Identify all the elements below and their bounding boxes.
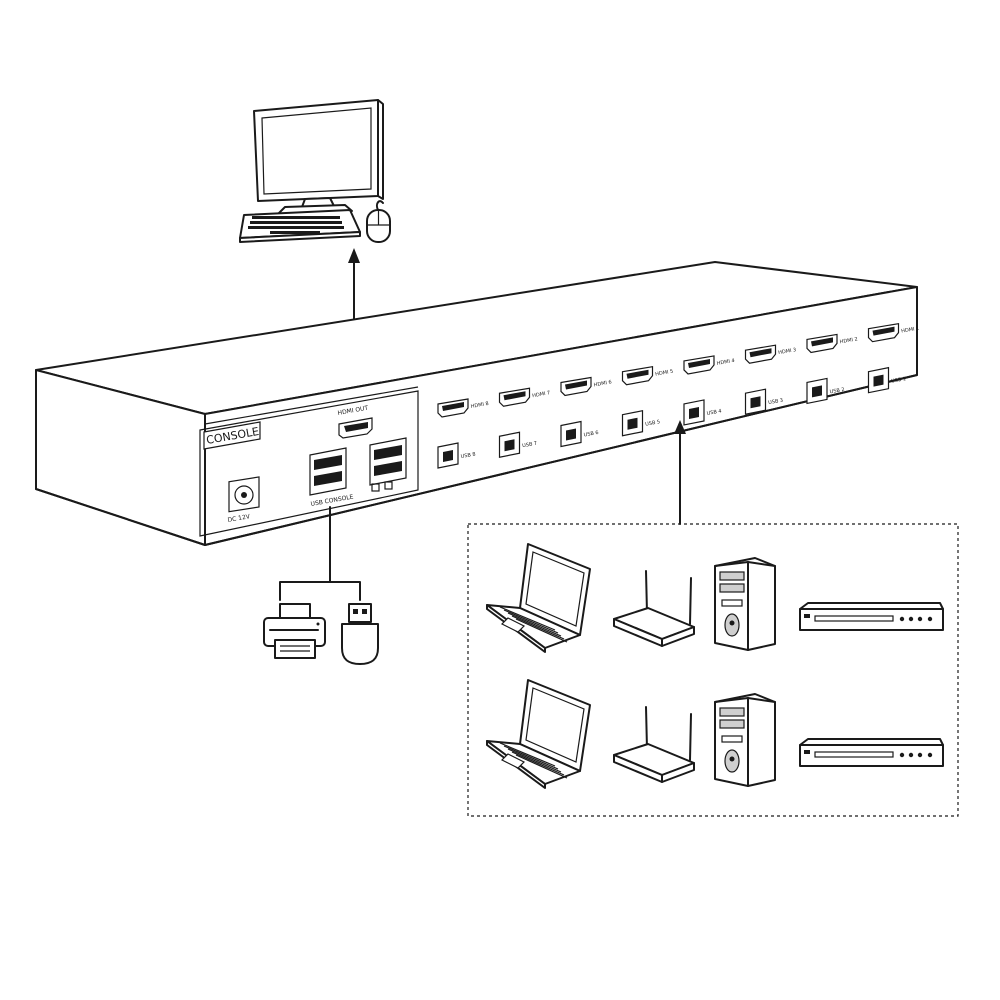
- hdmi-out-port: HDMI OUT: [337, 405, 373, 439]
- monitor-icon: [253, 99, 384, 215]
- input-port-pair: HDMI 5 USB 5: [621, 366, 674, 437]
- input-ports: HDMI 8 USB 8 HDMI 7 USB 7 HDMI 6 USB 6 HDMI 5 U…: [437, 322, 920, 469]
- hdmi-port-slot: [749, 348, 772, 358]
- input-port-pair: HDMI 8 USB 8: [437, 398, 489, 469]
- hdmi-port-label: HDMI 6: [593, 379, 612, 388]
- input-port-pair: HDMI 2 USB 2: [806, 333, 858, 405]
- usb-port-label: USB 7: [522, 441, 538, 450]
- usb-drive-icon: [341, 603, 379, 665]
- printer-icon: [263, 603, 326, 659]
- source-devices: [486, 543, 944, 789]
- hdmi-port-label: HDMI 3: [778, 347, 797, 356]
- hdmi-port-label: HDMI 8: [470, 401, 489, 410]
- dvd-player-icon: [799, 602, 944, 631]
- pc-tower-icon: [714, 557, 776, 651]
- usb-b-port-socket: [812, 385, 822, 398]
- hdmi-port-slot: [688, 358, 710, 368]
- usb-port-label: USB 1: [891, 376, 907, 385]
- input-port-pair: HDMI 4 USB 4: [683, 355, 735, 426]
- usb-b-port-socket: [566, 428, 576, 441]
- sources-arrow: [674, 420, 686, 525]
- hdmi-port-slot: [442, 402, 464, 411]
- usb-b-port-socket: [443, 450, 453, 462]
- mouse-icon: [366, 200, 391, 243]
- keyboard-icon: [239, 209, 361, 243]
- router-icon: [613, 570, 695, 647]
- hdmi-port-label: HDMI 7: [532, 390, 551, 399]
- usb-port-label: USB 6: [583, 430, 599, 439]
- usb-port-label: USB 8: [460, 451, 476, 460]
- usb-b-port-socket: [627, 417, 638, 430]
- laptop-icon: [486, 543, 591, 653]
- input-port-pair: HDMI 3 USB 3: [744, 344, 797, 415]
- console-label: CONSOLE: [203, 421, 261, 450]
- usb-port-label: USB 5: [645, 419, 661, 428]
- input-port-pair: HDMI 1 USB 1: [867, 322, 920, 394]
- usb-b-port-socket: [504, 439, 515, 452]
- usb-port-label: USB 2: [829, 387, 845, 396]
- hdmi-port-label: HDMI 1: [901, 326, 920, 335]
- hdmi-port-label: HDMI 4: [716, 358, 735, 367]
- usb-port-label: USB 3: [768, 398, 784, 407]
- usb-b-port-socket: [689, 406, 699, 419]
- hdmi-port-slot: [565, 380, 587, 390]
- usb-console-connection: [279, 506, 361, 601]
- hdmi-port-slot: [503, 391, 526, 401]
- router-icon: [613, 706, 695, 783]
- laptop-icon: [486, 679, 591, 789]
- hdmi-port-label: HDMI 2: [839, 336, 858, 345]
- input-port-pair: HDMI 7 USB 7: [498, 387, 551, 458]
- source-devices-box: [467, 523, 959, 817]
- dc-jack: DC 12V: [227, 476, 260, 524]
- hdmi-port-label: HDMI 5: [655, 369, 674, 378]
- input-port-pair: HDMI 6 USB 6: [560, 376, 612, 448]
- usb-b-port-socket: [750, 396, 761, 409]
- dvd-player-icon: [799, 738, 944, 767]
- pc-tower-icon: [714, 693, 776, 787]
- usb-b-port-socket: [873, 374, 884, 387]
- source-device-row: [486, 543, 944, 653]
- usb-port-label: USB 4: [706, 408, 722, 417]
- dc-label: DC 12V: [227, 513, 251, 524]
- hdmi-port-slot: [626, 369, 649, 379]
- hdmi-port-slot: [811, 337, 833, 347]
- hdmi-port-slot: [872, 326, 895, 336]
- source-device-row: [486, 679, 944, 789]
